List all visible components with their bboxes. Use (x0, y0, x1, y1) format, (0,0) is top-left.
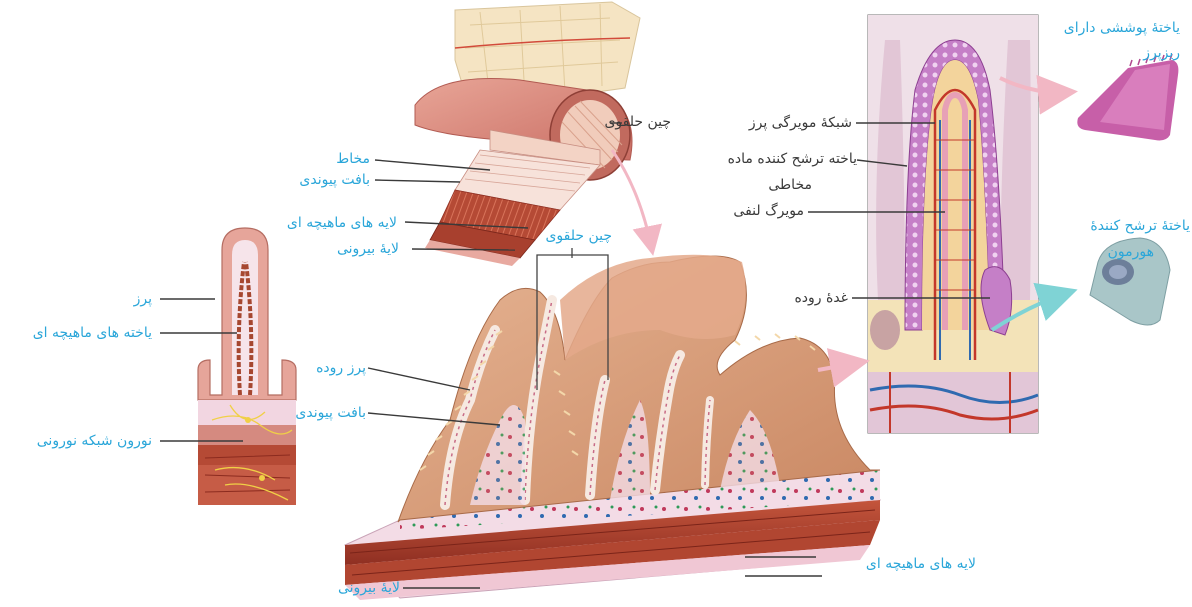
label-muscle-cells: یاخته های ماهیچه ای (33, 325, 152, 342)
label-intestinal-gland: غدهٔ روده (794, 290, 848, 307)
label-outer-layer-bottom: لایهٔ بیرونی (338, 580, 400, 597)
villus-nerve-diagram (198, 228, 296, 505)
label-lymph-capillary: مویرگ لنفی (733, 203, 804, 220)
label-circular-fold-mid: چین حلقوی (545, 228, 612, 245)
label-capillary-network: شبکهٔ مویرگی پرز (749, 115, 852, 132)
label-muscle-layers-top: لایه های ماهیچه ای (287, 215, 397, 232)
label-hormone-cell-line2: هورمون (1108, 244, 1154, 261)
villus-detail-box (868, 15, 1038, 433)
label-neuron-network: نورون شبکه نورونی (37, 433, 152, 450)
intestine-tube (415, 2, 640, 266)
label-muscle-layers-bottom: لایه های ماهیچه ای (866, 556, 976, 573)
label-villus: پرز (134, 291, 152, 308)
label-mucus-cell-line1: یاخته ترشح کننده ماده (728, 151, 857, 168)
label-circular-fold-top: چین حلقوی (604, 114, 671, 131)
label-intestinal-villus: پرز روده (316, 360, 366, 377)
label-connective-tissue-top: بافت پیوندی (299, 172, 370, 189)
label-hormone-cell-line1: یاختهٔ ترشح کنندهٔ (1090, 218, 1190, 235)
label-connective-tissue-mid: بافت پیوندی (295, 405, 366, 422)
label-mucus-cell-line2: مخاطی (768, 177, 812, 194)
label-epithelial-microvilli-line2: ریزپرز (1143, 45, 1180, 62)
label-epithelial-microvilli-line1: یاختهٔ پوششی دارای (1064, 20, 1180, 37)
epithelial-cell-illustration (1077, 54, 1178, 140)
label-outer-layer-top: لایهٔ بیرونی (337, 241, 399, 258)
label-mucosa: مخاط (336, 151, 370, 168)
